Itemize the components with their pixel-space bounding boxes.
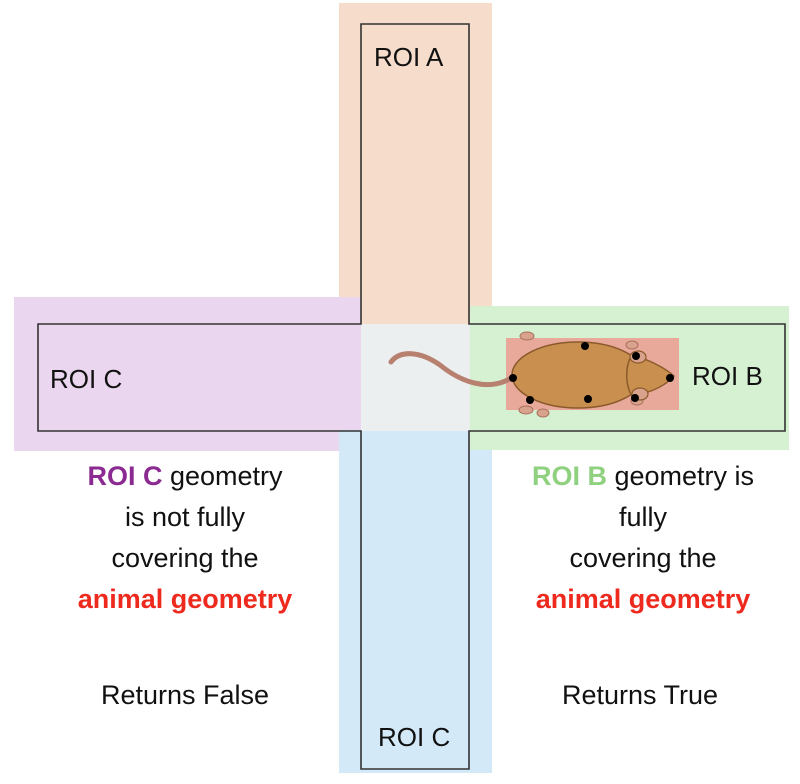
left-caption: ROI C geometry is not fully covering the… (20, 456, 350, 620)
roi-c-left-zone (14, 297, 361, 451)
mouse-head (626, 354, 676, 397)
roi-b-label: ROI B (692, 361, 763, 391)
right-caption-animal: animal geometry (535, 584, 751, 614)
roi-c-caption-name: ROI C (87, 461, 163, 491)
maze-outline (37, 23, 786, 770)
roi-c-bottom-label: ROI C (378, 722, 451, 752)
roi-b-caption-name: ROI B (531, 461, 607, 491)
roi-c-bottom-zone (339, 430, 492, 773)
center-zone (361, 324, 470, 431)
roi-c-left-label: ROI C (50, 364, 123, 394)
right-caption-line2: fully (618, 502, 667, 532)
left-result: Returns False (100, 680, 270, 710)
mouse-tail (388, 351, 516, 387)
right-caption-line3: covering the (569, 543, 717, 573)
right-caption-line1: geometry is (606, 461, 755, 491)
left-caption-animal: animal geometry (77, 584, 293, 614)
left-caption-line3: covering the (111, 543, 259, 573)
left-caption-line1: geometry (162, 461, 283, 491)
mouse-feet (518, 331, 644, 418)
right-result: Returns True (561, 680, 719, 710)
roi-a-label: ROI A (374, 42, 444, 72)
roi-a-zone (339, 3, 492, 327)
animal-keypoints (509, 342, 674, 404)
right-caption: ROI B geometry is fully covering the ani… (478, 456, 800, 620)
left-caption-line2: is not fully (124, 502, 246, 532)
